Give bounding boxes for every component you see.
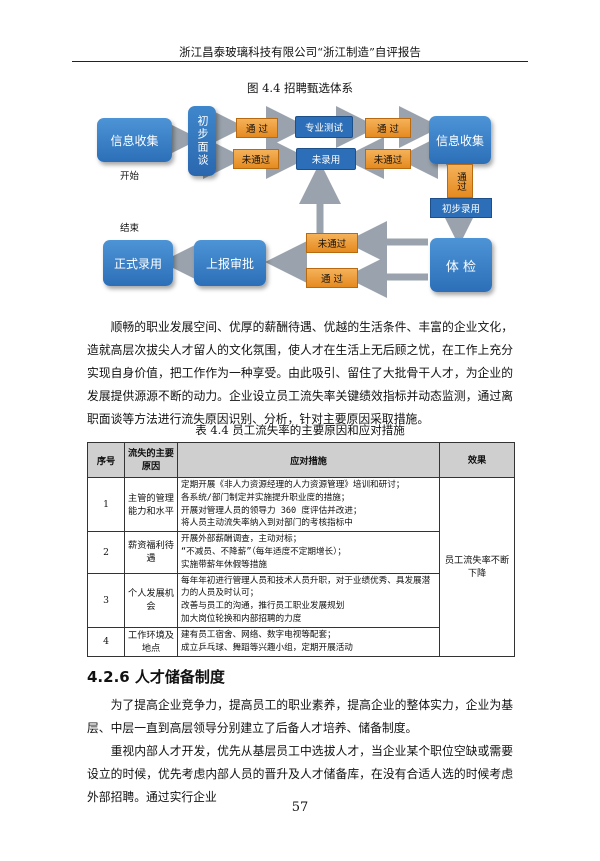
measure-line: 实施带薪年休假等措施: [181, 559, 267, 570]
initial-hire-box: 初步录用: [430, 198, 492, 218]
info-collect-right-box: 信息收集: [429, 116, 491, 164]
header-num: 序号: [87, 442, 125, 478]
measure-line: 将人员主动流失率纳入到对部门的考核指标中: [181, 518, 353, 529]
attrition-table: 序号 流失的主要原因 应对措施 效果 1 主管的管理能力和水平 定期开展《非人力…: [87, 442, 515, 657]
row-num: 1: [87, 476, 125, 533]
row-measures: 建有员工宿舍、网络、数字电视等配套； 成立乒乓球、舞蹈等兴趣小组，定期开展活动: [177, 626, 440, 657]
measure-line: 加大岗位轮换和内部招聘的力度: [181, 613, 302, 624]
fail3-box: 未通过: [306, 233, 358, 253]
row-reason: 工作环境及地点: [124, 626, 178, 657]
fail1-box: 未通过: [233, 149, 279, 169]
pass2-box: 通 过: [365, 118, 411, 138]
table-caption: 表 4.4 员工流失率的主要原因和应对措施: [195, 423, 405, 437]
header-rule: [72, 61, 528, 62]
paragraph-internal: 重视内部人才开发，优先从基层员工中选拔人才，当企业某个职位空缺或需要设立的时候，…: [87, 744, 513, 804]
medical-exam-box: 体 检: [430, 238, 492, 292]
figure-caption: 图 4.4 招聘甄选体系: [246, 81, 354, 95]
table-row: 2 薪资福利待遇 开展外部薪酬调查，主动对标； “不减员、不降薪”（每年适度不定…: [87, 531, 515, 574]
measure-line: 建有员工宿舍、网络、数字电视等配套；: [181, 629, 336, 640]
report-approve-box: 上报审批: [194, 240, 266, 286]
row-reason: 薪资福利待遇: [124, 531, 178, 574]
measure-line: 开展对管理人员的领导力 360 度评估并改进；: [181, 505, 362, 516]
not-hired-box-1: 未录用: [296, 148, 356, 170]
effect-cell: 员工流失率不断下降: [439, 477, 515, 657]
measure-line: 各系统/部门制定并实施提升职业度的措施；: [181, 492, 350, 503]
table-row: 4 工作环境及地点 建有员工宿舍、网络、数字电视等配套； 成立乒乓球、舞蹈等兴趣…: [87, 626, 515, 657]
measure-line: 开展外部薪酬调查，主动对标；: [181, 534, 302, 545]
measure-line: “不减员、不降薪”（每年适度不定期增长）；: [181, 546, 347, 557]
page-header: 浙江昌泰玻璃科技有限公司“浙江制造”自评报告: [179, 45, 421, 59]
initial-interview-box: 初步面谈: [188, 106, 216, 176]
measure-line: 成立乒乓球、舞蹈等兴趣小组，定期开展活动: [181, 642, 353, 653]
measure-line: 每年年初进行管理人员和技术人员升职，对于业绩优秀、具发展潜力的人员及时认可；: [181, 575, 431, 599]
start-label: 开始: [120, 171, 140, 182]
header-effect: 效果: [439, 442, 515, 478]
pass4-box: 通 过: [306, 268, 358, 288]
row-num: 4: [87, 626, 125, 657]
row-measures: 开展外部薪酬调查，主动对标； “不减员、不降薪”（每年适度不定期增长）； 实施带…: [177, 531, 440, 574]
pass1-box: 通 过: [236, 118, 278, 138]
table-row: 1 主管的管理能力和水平 定期开展《非人力资源经理的人力资源管理》培训和研讨； …: [87, 476, 515, 657]
measure-line: 定期开展《非人力资源经理的人力资源管理》培训和研讨；: [181, 480, 405, 490]
measure-line: 改善与员工的沟通，推行员工职业发展规划: [181, 601, 345, 612]
info-collect-left-box: 信息收集: [97, 118, 172, 162]
paragraph-reserve: 为了提高企业竞争力，提高员工的职业素养，提高企业的整体实力，企业为基层、中层一直…: [87, 698, 513, 735]
formal-hire-box: 正式录用: [103, 240, 173, 286]
section-heading: 4.2.6 人才储备制度: [87, 668, 225, 686]
row-num: 3: [87, 572, 125, 628]
row-measures: 定期开展《非人力资源经理的人力资源管理》培训和研讨； 各系统/部门制定并实施提升…: [177, 476, 440, 533]
paragraph-retention: 顺畅的职业发展空间、优厚的薪酬待遇、优越的生活条件、丰富的企业文化，造就高层次拔…: [87, 320, 513, 426]
page-number: 57: [291, 800, 309, 815]
fail2-box: 未通过: [365, 149, 411, 169]
row-reason: 个人发展机会: [124, 572, 178, 628]
professional-test-box: 专业测试: [295, 116, 353, 138]
row-measures: 每年年初进行管理人员和技术人员升职，对于业绩优秀、具发展潜力的人员及时认可； 改…: [177, 572, 440, 628]
header-measures: 应对措施: [177, 442, 440, 478]
table-header-row: 序号 流失的主要原因 应对措施 效果: [87, 442, 515, 478]
table-row: 3 个人发展机会 每年年初进行管理人员和技术人员升职，对于业绩优秀、具发展潜力的…: [87, 572, 515, 628]
row-num: 2: [87, 531, 125, 574]
row-reason: 主管的管理能力和水平: [124, 476, 178, 533]
header-reason: 流失的主要原因: [124, 442, 178, 478]
pass3-box: 通过: [447, 164, 473, 198]
end-label: 结束: [120, 223, 140, 234]
